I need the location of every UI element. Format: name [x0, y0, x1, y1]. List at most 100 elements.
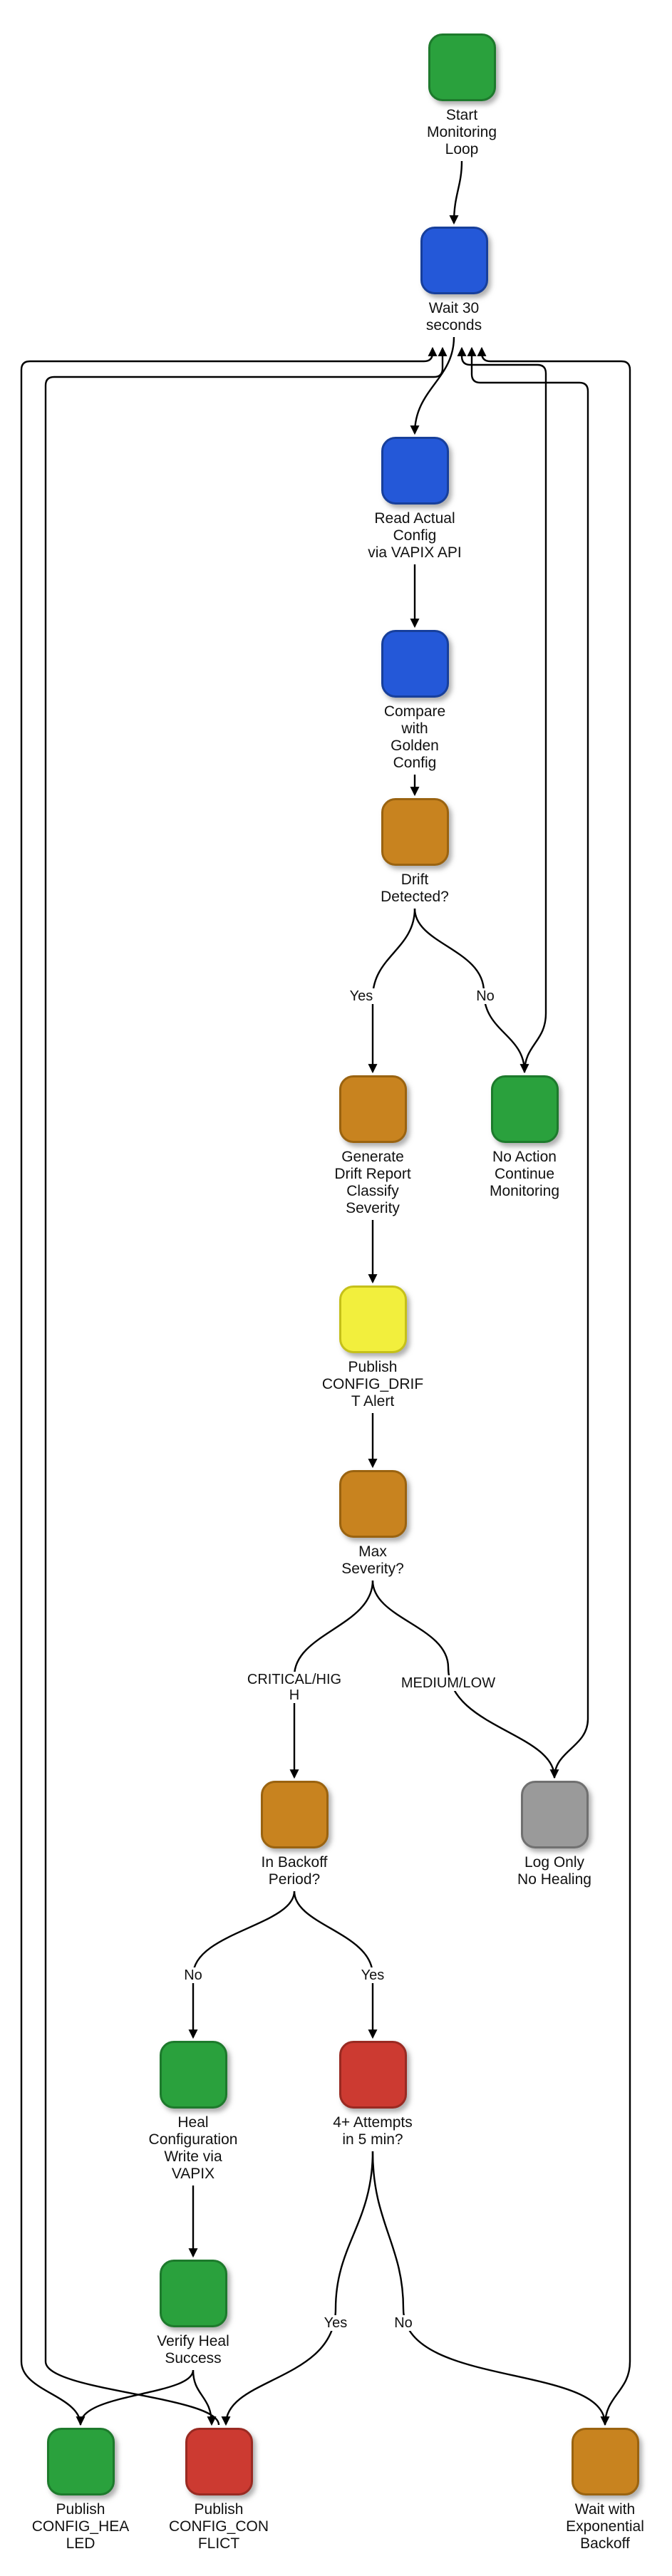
edge-label-line: No — [474, 988, 497, 1004]
read-actual-config-node — [381, 437, 449, 505]
node-label-line: Generate — [341, 1149, 404, 1165]
compare-golden-config-node — [381, 630, 449, 698]
node-label-line: Start — [445, 107, 478, 123]
node-label-line: Read Actual — [374, 510, 455, 527]
generate-drift-report-node — [339, 1075, 407, 1143]
node-label-line: Exponential — [566, 2518, 644, 2535]
node-label-line: CONFIG_CON — [168, 2518, 269, 2535]
node-label-line: Classify — [346, 1183, 399, 1199]
edge-group — [20, 160, 631, 2426]
edge-label-backoff_q-to-attempts: Yes — [319, 1967, 426, 1983]
wait-exponential-backoff-node — [572, 2428, 639, 2495]
no-action-continue-monitoring-node — [491, 1075, 559, 1143]
node-label-line: Config — [393, 755, 437, 771]
edge-label-line: H — [286, 1687, 302, 1703]
node-label-line: with — [401, 720, 428, 737]
node-label-line: T Alert — [351, 1393, 395, 1409]
edge-label-max_severity-to-log_only: MEDIUM/LOW — [395, 1675, 502, 1691]
edge-start-to-wait30 — [449, 160, 463, 225]
node-label-line: seconds — [425, 317, 482, 333]
edge-wait_backoff-to-wait30 — [477, 346, 631, 2426]
node-label-line: No Healing — [517, 1871, 591, 1888]
edge-label-line: Yes — [347, 988, 376, 1004]
edge-log_only-to-wait30 — [467, 346, 589, 1779]
node-label-line: In Backoff — [261, 1854, 328, 1871]
drift-detected-decision-node — [381, 798, 449, 866]
node-label-line: Configuration — [148, 2131, 238, 2148]
node-label-line: via VAPIX API — [368, 544, 462, 561]
node-label-line: Continue — [494, 1166, 555, 1182]
four-plus-attempts-decision-node — [339, 2041, 407, 2109]
log-only-no-healing-node — [521, 1781, 589, 1848]
edge-label-line: MEDIUM/LOW — [398, 1675, 498, 1691]
edge-backoff_q-to-attempts — [293, 1890, 378, 2039]
edge-label-drift-to-no_action: No — [432, 988, 539, 1004]
edge-attempts-to-publish_conflict — [221, 2151, 374, 2426]
edge-label-line: No — [182, 1967, 205, 1983]
edge-verify-to-publish_healed — [76, 2369, 195, 2426]
edge-backoff_q-to-heal — [188, 1890, 296, 2039]
edge-publish_conflict-to-wait30 — [44, 346, 448, 2426]
node-label-line: Write via — [164, 2148, 222, 2165]
edge-label-line: No — [392, 2315, 415, 2331]
edge-label-line: CRITICAL/HIG — [244, 1672, 344, 1687]
edge-attempts-to-wait_backoff — [371, 2151, 610, 2426]
edge-label-attempts-to-publish_conflict: Yes — [282, 2315, 389, 2331]
node-label-line: in 5 min? — [342, 2131, 403, 2148]
node-label-line: Period? — [268, 1871, 321, 1888]
edge-max_severity-to-log_only — [371, 1580, 559, 1779]
node-label-line: CONFIG_DRIF — [321, 1376, 424, 1392]
node-label-line: Publish — [194, 2501, 244, 2518]
node-label-line: Compare — [383, 703, 446, 720]
node-label-line: Log Only — [524, 1854, 585, 1871]
publish-config-conflict-node — [185, 2428, 253, 2495]
node-label-line: Publish — [56, 2501, 105, 2518]
edge-label-line: Yes — [321, 2315, 350, 2331]
node-label-line: Golden — [391, 738, 439, 754]
verify-heal-success-node — [160, 2260, 227, 2327]
node-label-line: 4+ Attempts — [333, 2114, 413, 2131]
node-label-line: Drift Report — [334, 1166, 411, 1182]
publish-config-drift-alert-node — [339, 1286, 407, 1353]
node-label-line: Backoff — [580, 2535, 630, 2552]
heal-configuration-node — [160, 2041, 227, 2109]
node-label-line: LED — [66, 2535, 95, 2552]
node-label-line: Monitoring — [489, 1183, 560, 1199]
wait-30-seconds-node — [420, 227, 488, 294]
node-label-line: Severity? — [341, 1561, 404, 1577]
in-backoff-period-decision-node — [261, 1781, 329, 1848]
edge-label-drift-to-gen_report: Yes — [308, 988, 415, 1004]
node-label-line: Wait 30 — [428, 300, 480, 316]
node-label-line: FLICT — [197, 2535, 240, 2552]
edge-publish_healed-to-wait30 — [20, 346, 438, 2426]
node-label-line: Severity — [346, 1200, 400, 1216]
edge-label-backoff_q-to-heal: No — [140, 1967, 247, 1983]
node-label-line: Detected? — [381, 889, 449, 905]
node-label-line: Publish — [348, 1359, 398, 1375]
node-label-line: VAPIX — [171, 2166, 215, 2182]
publish-config-healed-node — [47, 2428, 115, 2495]
node-label-line: Monitoring — [426, 124, 497, 140]
node-label-line: Wait with — [574, 2501, 636, 2518]
edge-max_severity-to-backoff_q — [289, 1580, 374, 1779]
start-monitoring-loop-node — [428, 33, 496, 101]
node-label-line: No Action — [492, 1149, 557, 1165]
edge-wait30-to-read_config — [410, 336, 455, 435]
